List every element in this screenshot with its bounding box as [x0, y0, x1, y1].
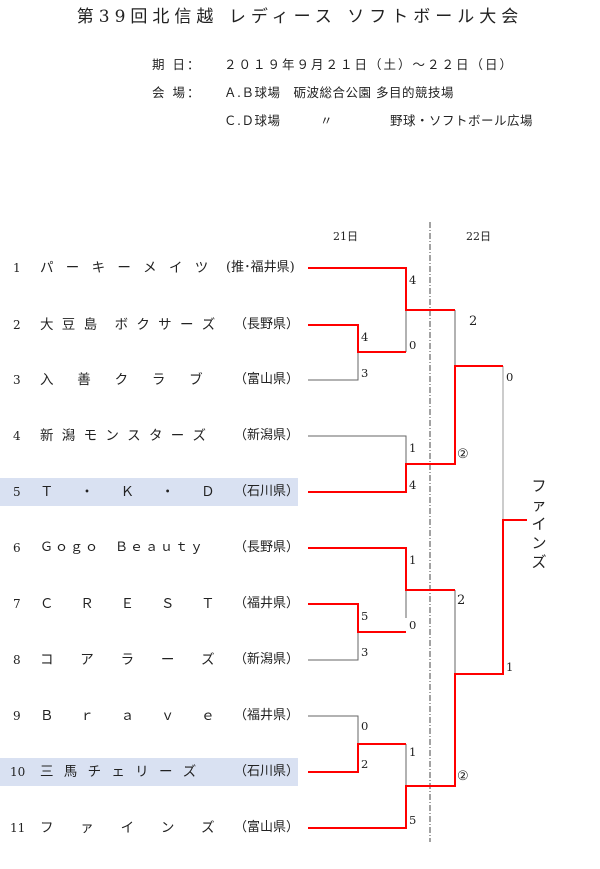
team-row-11: 11 フ ァ イ ン ズ （富山県）: [0, 814, 300, 842]
team-prefecture: （新潟県）: [234, 428, 300, 443]
team-seed: 9: [13, 709, 21, 723]
venue-line-1: Ａ.Ｂ球場 砺波総合公園 多目的競技場: [224, 85, 454, 100]
team-prefecture: （新潟県）: [234, 652, 300, 667]
date-label: 期 日：: [152, 57, 202, 72]
team-seed: 6: [13, 541, 21, 555]
page-title: 第39回北信越 レディース ソフトボール大会: [76, 7, 524, 27]
team-name: Ｂ ｒ ａ ｖ ｅ: [40, 708, 218, 724]
team-prefecture: （石川県）: [234, 484, 300, 499]
team-row-2: 2 大 豆 島 ボ ク サ ー ズ （長野県）: [0, 311, 300, 339]
team-row-5: 5 Ｔ ・ Ｋ ・ Ｄ （石川県）: [0, 478, 300, 506]
team-seed: 1: [13, 261, 21, 275]
score-sf1-top: 2: [469, 314, 478, 329]
score-r1-team3: 3: [361, 366, 369, 380]
venue-ditto-mark: 〃: [320, 113, 335, 128]
team-name: コ ア ラ ー ズ: [40, 652, 218, 668]
score-r1-team9: 0: [361, 719, 369, 733]
day-21-label: 21日: [333, 230, 358, 243]
team-seed: 5: [13, 485, 21, 499]
score-r2-team5: 4: [409, 478, 417, 492]
team-seed: 2: [13, 318, 21, 332]
team-prefecture: （富山県）: [234, 372, 300, 387]
team-prefecture: （福井県）: [234, 596, 300, 611]
team-name: フ ァ イ ン ズ: [40, 820, 218, 836]
team-seed: 7: [13, 597, 21, 611]
team-row-4: 4 新 潟 モ ン ス タ ー ズ （新潟県）: [0, 422, 300, 450]
team-row-6: 6 Ｇｏｇｏ Ｂｅａｕｔｙ （長野県）: [0, 534, 300, 562]
score-r2-team4: 1: [409, 441, 417, 455]
team-prefecture: （長野県）: [234, 540, 300, 555]
team-seed: 8: [13, 653, 21, 667]
team-seed: 10: [10, 765, 26, 779]
team-name: 大 豆 島 ボ ク サ ー ズ: [40, 317, 218, 333]
team-prefecture: (推･福井県): [226, 260, 295, 275]
team-seed: 3: [13, 373, 21, 387]
team-row-8: 8 コ ア ラ ー ズ （新潟県）: [0, 646, 300, 674]
team-name: Ｃ Ｒ Ｅ Ｓ Ｔ: [40, 596, 218, 612]
team-seed: 4: [13, 429, 21, 443]
day-22-label: 22日: [466, 230, 491, 243]
score-final-bottom: 1: [506, 660, 514, 674]
team-prefecture: （石川県）: [234, 764, 300, 779]
team-name: 入 善 ク ラ ブ: [40, 372, 205, 388]
date-value: ２０１９年９月２１日（土）～２２日（日）: [224, 57, 515, 72]
score-final-top: 0: [506, 370, 514, 384]
score-r2-team1: 4: [409, 273, 417, 287]
score-r1-team10: 2: [361, 757, 369, 771]
venue-line-2-left: Ｃ.Ｄ球場: [224, 113, 281, 128]
venue-line-2-right: 野球・ソフトボール広場: [390, 113, 534, 128]
score-sf2-bottom: ②: [457, 769, 469, 784]
score-r1-team8: 3: [361, 645, 369, 659]
score-sf1-bottom: ②: [457, 447, 469, 462]
team-row-9: 9 Ｂ ｒ ａ ｖ ｅ （福井県）: [0, 702, 300, 730]
team-name: 三 馬 チ ェ リ ー ズ: [40, 764, 200, 780]
team-name: パ ー キ ー メ イ ツ: [40, 260, 213, 276]
team-prefecture: （長野県）: [234, 317, 300, 332]
team-row-3: 3 入 善 ク ラ ブ （富山県）: [0, 366, 300, 394]
score-r2-winner-2v3: 0: [409, 338, 417, 352]
score-r1-team7: 5: [361, 609, 369, 623]
team-seed: 11: [10, 821, 26, 835]
score-r1-team2: 4: [361, 330, 369, 344]
score-sf2-top: 2: [457, 593, 466, 608]
team-row-1: 1 パ ー キ ー メ イ ツ (推･福井県): [0, 254, 298, 282]
score-r2-team11: 5: [409, 813, 417, 827]
team-name: 新 潟 モ ン ス タ ー ズ: [40, 428, 209, 444]
team-prefecture: （福井県）: [234, 708, 300, 723]
team-name: Ｇｏｇｏ Ｂｅａｕｔｙ: [40, 540, 206, 555]
team-prefecture: （富山県）: [234, 820, 300, 835]
score-r2-winner-9v10: 1: [409, 745, 417, 759]
team-row-10: 10 三 馬 チ ェ リ ー ズ （石川県）: [0, 758, 300, 786]
score-r2-team6: 1: [409, 553, 417, 567]
team-name: Ｔ ・ Ｋ ・ Ｄ: [40, 484, 218, 500]
venue-label: 会 場：: [152, 85, 202, 100]
score-r2-winner-7v8: 0: [409, 618, 417, 632]
team-row-7: 7 Ｃ Ｒ Ｅ Ｓ Ｔ （福井県）: [0, 590, 300, 618]
champion-name: ファインズ: [531, 477, 547, 571]
